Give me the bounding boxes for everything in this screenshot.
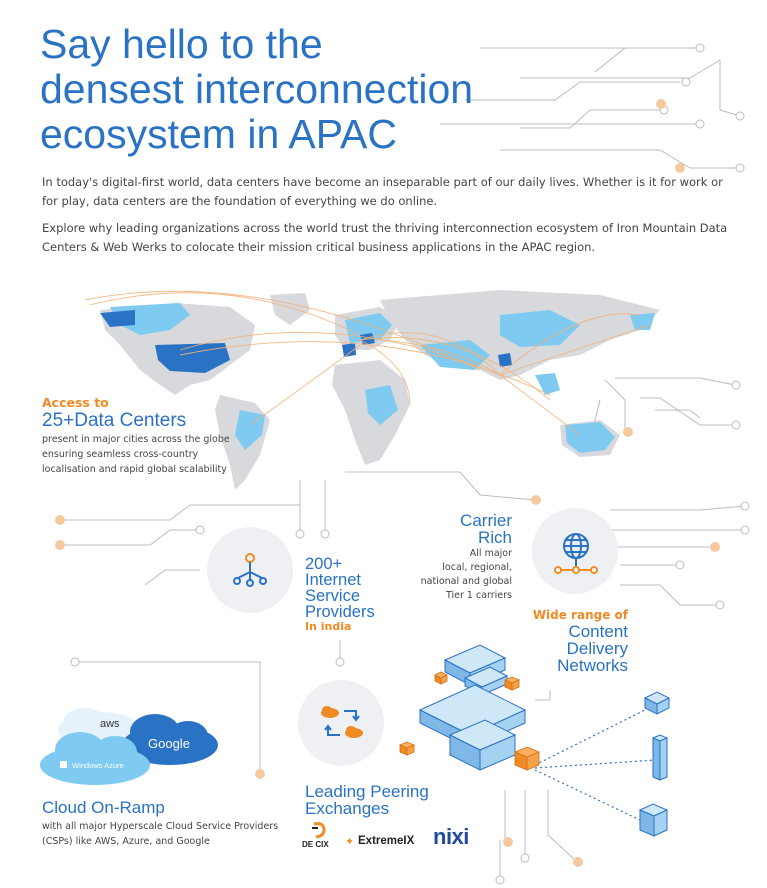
windows-icon (60, 761, 67, 768)
isp-section: 200+ Internet Service Providers In india (305, 556, 415, 634)
data-centers-heading: 25+Data Centers (42, 410, 187, 431)
globe-icon (554, 533, 598, 574)
cloud-exchange-icon (321, 706, 363, 738)
network-tree-icon (233, 553, 267, 587)
cdn-section: Wide range of Content Delivery Networks (520, 608, 628, 674)
data-centers-desc-2: ensuring seamless cross-country (42, 449, 199, 460)
carrier-desc-2: local, regional, (442, 562, 512, 573)
cloud-desc-1: with all major Hyperscale Cloud Service … (42, 821, 279, 832)
isp-line-1: 200+ (305, 555, 343, 573)
nixi-logo: nixi (433, 824, 469, 849)
intro-paragraph-1: In today's digital-first world, data cen… (42, 175, 723, 208)
google-logo: Google (148, 736, 190, 751)
isp-line-4: Providers (305, 603, 375, 621)
isp-line-2: Internet (305, 571, 361, 589)
decix-mark-icon (312, 822, 326, 838)
peering-line-1: Leading Peering (305, 782, 429, 801)
data-centers-section: Access to 25+Data Centers present in maj… (42, 395, 282, 477)
decix-label: DE CIX (302, 840, 329, 849)
carrier-section: Carrier Rich All major local, regional, … (400, 512, 512, 603)
peering-section: Leading Peering Exchanges (305, 783, 505, 817)
data-center-illustration (398, 644, 670, 837)
title-line-3: ecosystem in APAC (40, 111, 397, 157)
title-line-1: Say hello to the (40, 21, 323, 67)
carrier-desc-4: Tier 1 carriers (445, 590, 512, 601)
cloud-desc-2: (CSPs) like AWS, Azure, and Google (42, 836, 210, 847)
cdn-kicker: Wide range of (532, 608, 628, 622)
world-map (84, 290, 660, 490)
cdn-line-1: Content (568, 622, 628, 641)
extremeix-star-icon: ✦ (345, 835, 355, 848)
cloud-section: Cloud On-Ramp with all major Hyperscale … (42, 797, 302, 849)
intro-paragraph-2: Explore why leading organizations across… (42, 221, 728, 254)
isp-line-3: Service (305, 587, 361, 605)
extremeix-label: ExtremeIX (358, 835, 415, 847)
carrier-heading-1: Carrier (460, 511, 512, 530)
decix-logo: DE CIX (302, 822, 336, 852)
cloud-heading: Cloud On-Ramp (42, 798, 165, 817)
aws-logo: aws (100, 718, 120, 730)
cdn-line-2: Delivery (566, 639, 628, 658)
carrier-desc-3: national and global (420, 576, 512, 587)
page-title: Say hello to the densest interconnection… (40, 22, 600, 157)
cdn-line-3: Networks (557, 656, 628, 675)
carrier-desc-1: All major (469, 548, 512, 559)
data-centers-kicker: Access to (42, 395, 109, 410)
carrier-heading-2: Rich (477, 528, 512, 547)
data-centers-desc-1: present in major cities across the globe (42, 434, 230, 445)
peering-circle (298, 680, 384, 766)
title-line-2: densest interconnection (40, 66, 474, 112)
data-centers-desc-3: localisation and rapid global scalabilit… (42, 464, 227, 475)
azure-logo: Windows Azure (72, 761, 124, 770)
peering-line-2: Exchanges (305, 799, 390, 818)
cloud-illustration: aws Google Windows Azure (40, 708, 218, 785)
extremeix-logo: ✦ ExtremeIX (345, 835, 430, 851)
isp-sub: In india (305, 620, 352, 633)
